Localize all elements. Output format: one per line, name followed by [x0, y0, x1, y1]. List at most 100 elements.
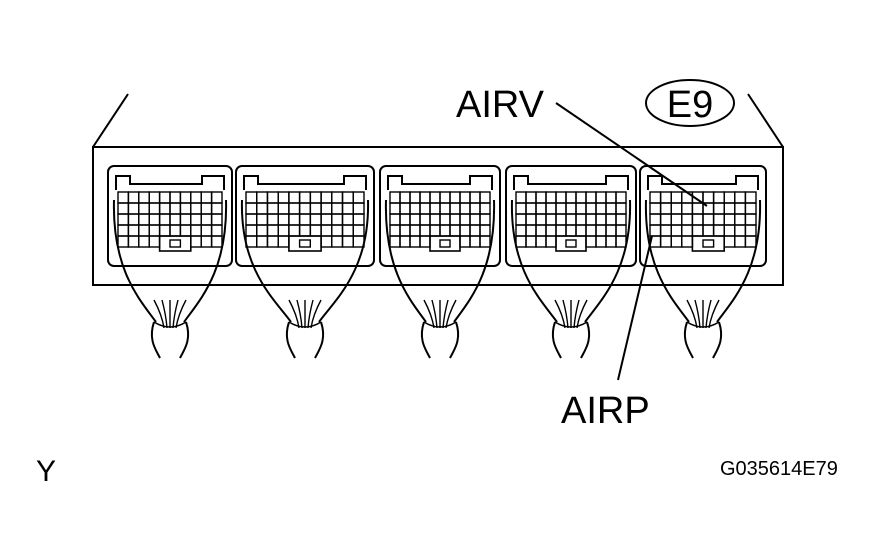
terminal-cavity: [298, 213, 312, 226]
terminal-cavity: [723, 213, 736, 226]
terminal-cavity: [389, 224, 401, 237]
ecu-front-panel: [92, 146, 784, 286]
connector-2: [235, 165, 375, 267]
terminal-cavity: [341, 202, 354, 215]
harness-wire: [573, 299, 580, 329]
terminal-cavity: [399, 191, 411, 204]
terminal-cavity: [117, 224, 130, 237]
harness-sleeve-right: [314, 321, 325, 359]
terminal-cavity: [565, 191, 577, 204]
harness-left-edge: [384, 199, 427, 323]
terminal-cavity: [200, 213, 213, 226]
terminal-cavity: [595, 213, 607, 226]
connector-3: [379, 165, 501, 267]
terminal-cavity: [525, 191, 537, 204]
connector-housing: [379, 165, 501, 267]
terminal-cavity: [309, 202, 322, 215]
terminal-cavity: [575, 224, 587, 237]
terminal-grid: [649, 191, 757, 252]
terminal-cavity: [341, 213, 354, 226]
terminal-cavity: [190, 191, 202, 204]
terminal-cavity: [659, 213, 672, 226]
harness-wire: [694, 299, 701, 329]
terminal-cavity: [158, 202, 171, 215]
terminal-cavity: [277, 235, 290, 248]
terminal-cavity: [256, 213, 269, 226]
terminal-cavity: [288, 224, 301, 237]
terminal-cavity: [352, 202, 365, 215]
terminal-cavity: [585, 202, 597, 215]
terminal-cavity: [138, 235, 150, 248]
terminal-cavity: [702, 224, 715, 237]
harness-right-edge: [183, 199, 228, 323]
harness-left-edge: [510, 199, 558, 323]
terminal-cavity: [595, 202, 607, 215]
terminal-cavity: [331, 191, 344, 204]
terminal-cavity: [399, 224, 411, 237]
connector-housing: [107, 165, 233, 267]
terminal-cavity: [659, 235, 672, 248]
terminal-cavity: [659, 224, 672, 237]
terminal-cavity: [190, 235, 202, 248]
terminal-cavity: [525, 235, 537, 248]
harness-wire: [442, 299, 449, 329]
terminal-cavity: [712, 191, 725, 204]
connector-key: [439, 239, 451, 248]
terminal-grid: [515, 191, 627, 252]
connector-key: [298, 239, 312, 248]
terminal-cavity: [545, 213, 557, 226]
terminal-cavity: [419, 235, 431, 248]
terminal-cavity: [352, 224, 365, 237]
terminal-cavity: [681, 224, 694, 237]
terminal-cavity: [691, 202, 704, 215]
terminal-cavity: [670, 191, 683, 204]
terminal-cavity: [190, 224, 202, 237]
terminal-cavity: [515, 191, 527, 204]
terminal-cavity: [127, 202, 140, 215]
terminal-cavity: [158, 213, 171, 226]
connector-housing: [235, 165, 375, 267]
harness-wire: [172, 299, 179, 329]
terminal-cavity: [555, 213, 567, 226]
terminal-cavity: [256, 224, 269, 237]
terminal-cavity: [702, 191, 715, 204]
terminal-cavity: [138, 213, 150, 226]
connector-key-slot: [288, 235, 322, 252]
harness-wire: [307, 299, 314, 329]
terminal-cavity: [459, 202, 471, 215]
harness-right-edge: [716, 199, 762, 323]
terminal-cavity: [469, 224, 481, 237]
terminal-cavity: [515, 235, 527, 248]
terminal-cavity: [179, 191, 192, 204]
terminal-cavity: [555, 191, 567, 204]
terminal-cavity: [691, 213, 704, 226]
harness-sleeve-right: [580, 321, 591, 359]
wire-harness-2: [240, 199, 370, 359]
terminal-cavity: [210, 224, 223, 237]
harness-wire: [161, 299, 168, 329]
wire-harness-4: [510, 199, 632, 359]
terminal-cavity: [419, 224, 431, 237]
wire-harness-5: [644, 199, 762, 359]
terminal-cavity: [352, 213, 365, 226]
terminal-cavity: [595, 224, 607, 237]
terminal-cavity: [649, 191, 662, 204]
terminal-cavity: [744, 191, 757, 204]
airp-leader-line: [617, 235, 653, 381]
terminal-cavity: [429, 224, 441, 237]
terminal-cavity: [734, 235, 747, 248]
terminal-cavity: [575, 213, 587, 226]
terminal-cavity: [659, 191, 672, 204]
terminal-cavity: [734, 224, 747, 237]
terminal-cavity: [449, 191, 461, 204]
terminal-cavity: [469, 213, 481, 226]
connector-key: [565, 239, 577, 248]
terminal-cavity: [341, 191, 354, 204]
terminal-cavity: [179, 202, 192, 215]
terminal-cavity: [615, 213, 627, 226]
terminal-cavity: [409, 213, 421, 226]
terminal-cavity: [169, 213, 182, 226]
terminal-cavity: [459, 213, 471, 226]
terminal-cavity: [615, 191, 627, 204]
